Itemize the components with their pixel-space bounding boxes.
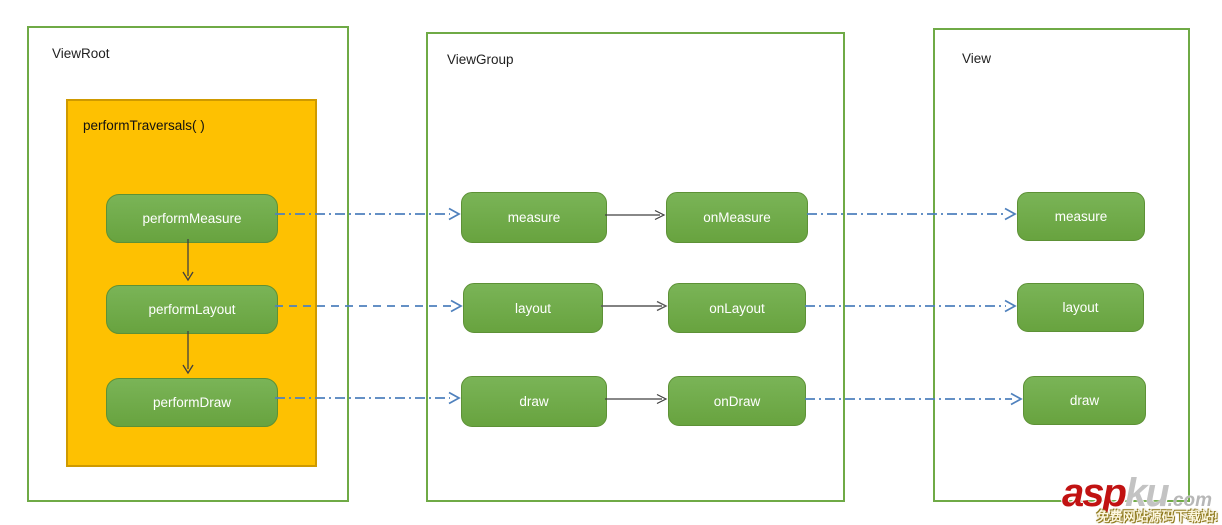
node-view-measure: measure: [1017, 192, 1145, 241]
node-viewgroup-draw: draw: [461, 376, 607, 427]
node-viewgroup-onmeasure: onMeasure: [666, 192, 808, 243]
panel-viewgroup: ViewGroup measure onMeasure layout onLay…: [426, 32, 845, 502]
node-view-layout: layout: [1017, 283, 1144, 332]
panel-viewroot-label: ViewRoot: [52, 46, 110, 61]
panel-viewroot: ViewRoot performTraversals( ) performMea…: [27, 26, 349, 502]
watermark-tagline: 免费网站源码下载站!: [1096, 509, 1218, 524]
node-viewgroup-onlayout: onLayout: [668, 283, 806, 333]
panel-view: View measure layout draw: [933, 28, 1190, 502]
node-perform-draw: performDraw: [106, 378, 278, 427]
panel-viewgroup-label: ViewGroup: [447, 52, 514, 67]
node-perform-layout: performLayout: [106, 285, 278, 334]
perform-traversals-label: performTraversals( ): [83, 118, 205, 133]
node-view-draw: draw: [1023, 376, 1146, 425]
node-viewgroup-ondraw: onDraw: [668, 376, 806, 426]
panel-view-label: View: [962, 51, 992, 66]
node-viewgroup-measure: measure: [461, 192, 607, 243]
perform-traversals-box: performTraversals( ) performMeasure perf…: [66, 99, 317, 467]
node-perform-measure: performMeasure: [106, 194, 278, 243]
node-viewgroup-layout: layout: [463, 283, 603, 333]
